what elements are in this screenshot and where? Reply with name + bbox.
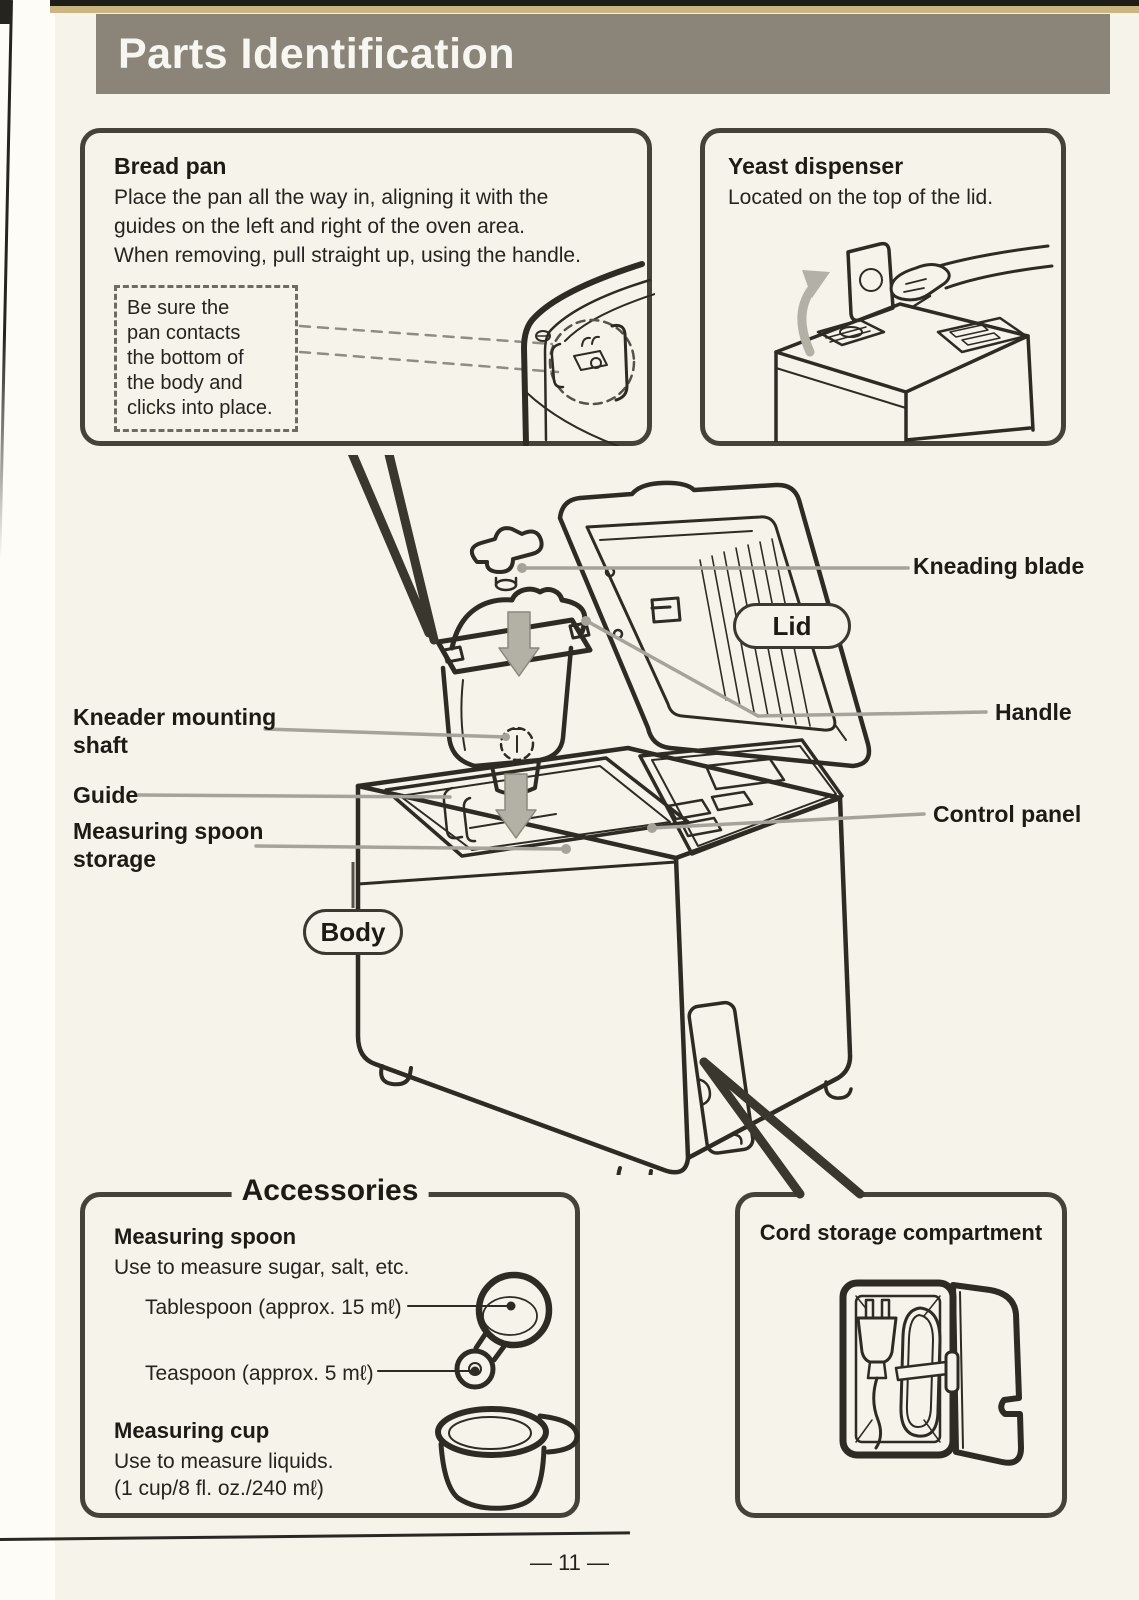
accessories-box: Accessories Measuring spoon Use to measu… [80,1173,580,1518]
measuring-cup-capacity: (1 cup/8 fl. oz./240 mℓ) [114,1477,324,1500]
bread-pan-text: Place the pan all the way in, aligning i… [114,186,581,267]
scan-edge-top [50,0,1139,6]
yeast-dispenser-box: Yeast dispenser Located on the top of th… [700,128,1066,446]
machine-illustration [135,455,988,1175]
measuring-spoon-text: Use to measure sugar, salt, etc. [114,1256,410,1279]
yeast-text: Located on the top of the lid. [728,186,994,209]
label-handle: Handle [995,699,1072,725]
measuring-spoon-heading: Measuring spoon [114,1224,297,1249]
page-title: Parts Identification [96,14,1110,94]
bread-pan-note: Be sure the pan contacts the bottom of t… [114,285,298,432]
label-kneading-blade: Kneading blade [913,553,1085,579]
bread-pan-heading: Bread pan [114,153,227,179]
measuring-cup-heading: Measuring cup [114,1418,270,1443]
label-body-pill: Body [303,909,403,955]
scan-edge-bottom [0,1531,630,1541]
leader-lines [135,566,988,851]
cord-storage-heading: Cord storage compartment [759,1220,1043,1245]
insert-arrows [495,611,540,839]
cord-storage-illustration [839,1279,1024,1466]
scan-edge-corner [0,0,11,24]
accessories-illustration [377,1271,580,1511]
measuring-cup-text: Use to measure liquids. [114,1450,334,1473]
label-measuring-spoon-storage: Measuring spoon storage [73,818,264,872]
yeast-dispenser-illustration [774,241,1054,442]
label-lid-pill: Lid [733,603,851,649]
bread-pan-box: Bread pan Place the pan all the way in, … [80,128,652,446]
page-number: — 11 — [529,1550,610,1575]
label-kneader-mounting-shaft: Kneader mounting shaft [73,704,277,758]
oven-corner-illustration [298,261,655,446]
cord-pointer-arrow [699,1057,865,1200]
cord-storage-box: Cord storage compartment [735,1192,1067,1518]
accessories-heading: Accessories [231,1173,429,1209]
label-guide: Guide [73,782,139,808]
bread-pan-pointer [347,455,439,645]
teaspoon-label: Teaspoon (approx. 5 mℓ) [145,1362,374,1385]
label-control-panel: Control panel [933,801,1082,827]
tablespoon-label: Tablespoon (approx. 15 mℓ) [145,1296,402,1319]
yeast-heading: Yeast dispenser [728,153,904,179]
kneading-blade-shape [469,526,544,592]
scan-edge-left [0,0,55,1600]
oven-opening-shape [384,756,690,858]
scan-edge-top-tan [50,6,1139,13]
